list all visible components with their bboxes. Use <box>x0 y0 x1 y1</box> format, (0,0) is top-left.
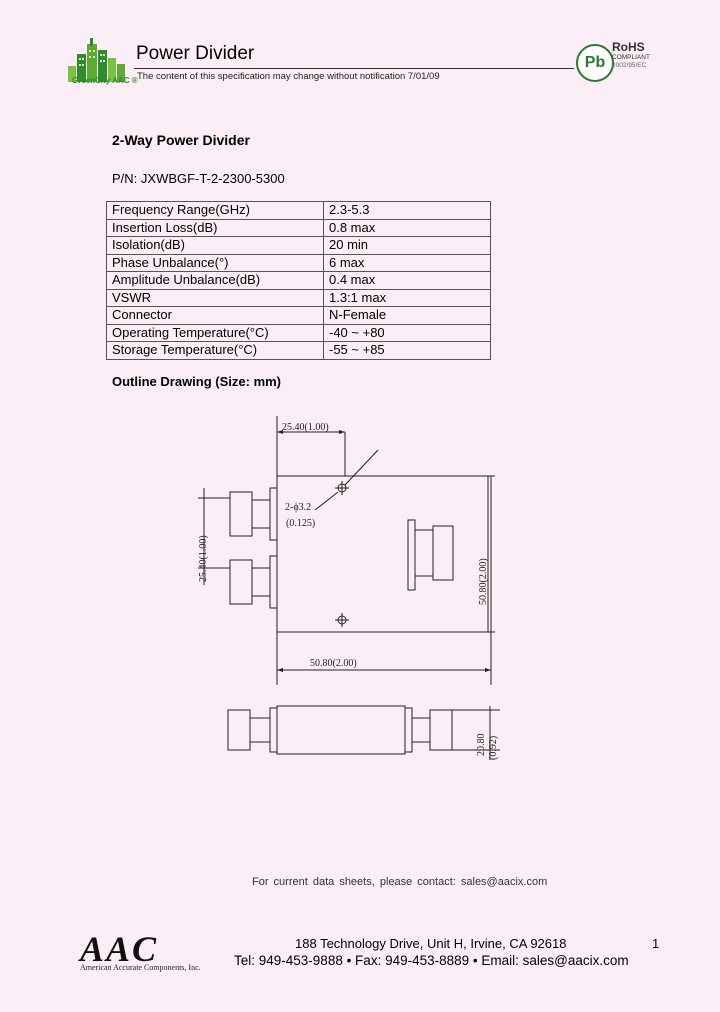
spec-value: 2.3-5.3 <box>323 201 491 220</box>
divider-body-top-view <box>276 475 492 633</box>
spec-value: -40 ~ +80 <box>323 323 491 342</box>
spec-row: Frequency Range(GHz)2.3-5.3 <box>106 201 491 220</box>
spec-value: 6 max <box>323 253 491 272</box>
spec-param: Amplitude Unbalance(dB) <box>106 271 324 290</box>
page-title: Power Divider <box>136 43 255 64</box>
outline-drawing: 25.40(1.00) 2-ϕ3.2 (0.125) 25.40(1.00) 5… <box>198 416 500 760</box>
contact-line: For current data sheets, please contact:… <box>252 876 548 888</box>
dim-top: 25.40(1.00) <box>282 422 329 433</box>
spec-param: Insertion Loss(dB) <box>106 218 324 237</box>
change-notice: The content of this specification may ch… <box>137 71 440 82</box>
spec-value: 20 min <box>323 236 491 255</box>
spec-row: Phase Unbalance(°)6 max <box>106 253 491 272</box>
connector-port-1 <box>407 519 416 591</box>
spec-row: Insertion Loss(dB)0.8 max <box>106 218 491 237</box>
rohs-title: RoHS <box>612 40 645 54</box>
spec-value: -55 ~ +85 <box>323 341 491 360</box>
header-divider <box>134 68 574 69</box>
spec-value: 1.3:1 max <box>323 288 491 307</box>
dim-bottom: 50.80(2.00) <box>310 658 357 669</box>
connector-port-2 <box>229 491 253 537</box>
spec-param: Frequency Range(GHz) <box>106 201 324 220</box>
spec-value: 0.8 max <box>323 218 491 237</box>
spec-param: Phase Unbalance(°) <box>106 253 324 272</box>
spec-value: N-Female <box>323 306 491 325</box>
company-phone-line: Tel: 949-453-9888 • Fax: 949-453-8889 • … <box>234 953 629 968</box>
lead-free-badge: Pb <box>576 44 614 82</box>
spec-param: Isolation(dB) <box>106 236 324 255</box>
divider-body-side-view <box>276 705 406 755</box>
product-title: 2-Way Power Divider <box>112 132 250 148</box>
spec-table: Frequency Range(GHz)2.3-5.3 Insertion Lo… <box>106 201 491 360</box>
dim-hole: 2-ϕ3.2 <box>285 502 311 513</box>
part-number: P/N: JXWBGF-T-2-2300-5300 <box>112 171 285 186</box>
spec-param: Operating Temperature(°C) <box>106 323 324 342</box>
aac-logo-subtitle: American Accurate Components, Inc. <box>80 963 201 972</box>
spec-row: Isolation(dB)20 min <box>106 236 491 255</box>
connector-port-3 <box>229 559 253 605</box>
aac-logo: AAC <box>80 929 159 969</box>
dim-side-height: 20.80 <box>476 734 487 757</box>
rohs-compliant: COMPLIANT <box>612 54 650 61</box>
dim-left: 25.40(1.00) <box>198 535 209 582</box>
spec-param: Storage Temperature(°C) <box>106 341 324 360</box>
greencity-logo <box>68 38 125 82</box>
dim-hole-inch: (0.125) <box>286 518 315 529</box>
company-address: 188 Technology Drive, Unit H, Irvine, CA… <box>295 936 567 951</box>
spec-row: Operating Temperature(°C)-40 ~ +80 <box>106 323 491 342</box>
spec-param: VSWR <box>106 288 324 307</box>
dim-right: 50.80(2.00) <box>478 558 489 605</box>
spec-param: Connector <box>106 306 324 325</box>
spec-row: Amplitude Unbalance(dB)0.4 max <box>106 271 491 290</box>
logo-caption: GreenCity AAC ® <box>72 76 138 85</box>
rohs-directive: 2002/95/EC <box>612 62 647 69</box>
page-number: 1 <box>652 936 660 951</box>
spec-row: Storage Temperature(°C)-55 ~ +85 <box>106 341 491 360</box>
spec-value: 0.4 max <box>323 271 491 290</box>
outline-drawing-title: Outline Drawing (Size: mm) <box>112 374 282 389</box>
dim-side-height-inch: (0.92) <box>488 736 499 760</box>
